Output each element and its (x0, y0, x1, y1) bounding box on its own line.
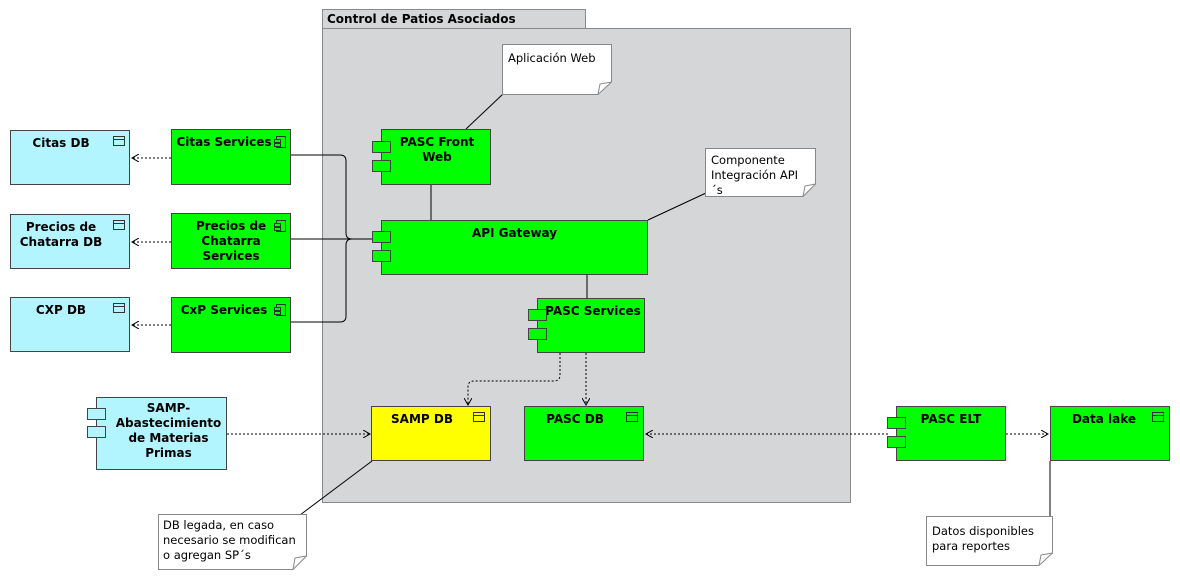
database-icon (626, 412, 638, 422)
component-icon (274, 220, 286, 232)
dep-pascservices-sampdb (468, 353, 561, 405)
precios-services-node[interactable]: Precios de Chatarra Services (171, 213, 291, 269)
cxp-db-node[interactable]: CXP DB (10, 297, 130, 352)
anchor-note-legacy (299, 460, 373, 516)
database-icon (113, 136, 125, 146)
cxp-db-label: CXP DB (35, 303, 87, 317)
api-gateway-label: API Gateway (471, 226, 558, 240)
citas-services-label: Citas Services (176, 135, 272, 149)
citas-services-node[interactable]: Citas Services (171, 129, 291, 185)
precios-services-label: Precios de Chatarra Services (195, 219, 267, 263)
samp-db-label: SAMP DB (391, 412, 453, 426)
pasc-db-node[interactable]: PASC DB (524, 406, 644, 461)
pasc-elt-node[interactable]: PASC ELT (896, 406, 1006, 461)
front-port-bottom (372, 160, 391, 172)
anchor-note-api (647, 192, 707, 221)
citas-db-label: Citas DB (32, 136, 90, 150)
data-lake-label: Data lake (1071, 412, 1137, 426)
container-tab: Control de Patios Asociados (322, 9, 586, 29)
database-icon (113, 303, 125, 313)
elt-port-top (887, 417, 906, 429)
database-icon (473, 412, 485, 422)
pasc-front-web-label: PASC Front Web (399, 135, 475, 164)
pasc-services-port-top (528, 309, 547, 321)
component-icon (274, 136, 286, 148)
cxp-services-node[interactable]: CxP Services (171, 297, 291, 353)
gateway-port-top (372, 231, 391, 243)
container-title: Control de Patios Asociados (327, 12, 516, 26)
pasc-front-web-node[interactable]: PASC Front Web (381, 129, 491, 185)
pasc-services-label: PASC Services (545, 304, 641, 318)
note-web (502, 44, 612, 95)
note-api-text: Componente Integración API´s (711, 153, 799, 197)
cxp-services-label: CxP Services (180, 303, 268, 317)
precios-db-label: Precios de Chatarra DB (19, 220, 103, 249)
link-cxp-gateway (291, 238, 353, 323)
samp-db-node[interactable]: SAMP DB (371, 406, 491, 461)
anchor-note-web (465, 93, 504, 130)
precios-db-node[interactable]: Precios de Chatarra DB (10, 214, 130, 269)
database-icon (113, 220, 125, 230)
samp-port-top (87, 408, 106, 420)
citas-db-node[interactable]: Citas DB (10, 130, 130, 185)
pasc-services-port-bottom (528, 328, 547, 340)
samp-port-bottom (87, 426, 106, 438)
note-legacy (158, 514, 307, 570)
database-icon (1152, 412, 1164, 422)
data-lake-node[interactable]: Data lake (1050, 406, 1170, 461)
samp-app-label: SAMP-Abastecimiento de Materias Primas (115, 401, 222, 460)
note-web-text: Aplicación Web (508, 51, 596, 65)
note-legacy-text: DB legada, en caso necesario se modifica… (163, 518, 296, 562)
gateway-port-bottom (372, 250, 391, 262)
note-api (705, 148, 816, 197)
component-icon (274, 304, 286, 316)
note-reports-text: Datos disponibles para reportes (932, 524, 1034, 553)
samp-app-node[interactable]: SAMP-Abastecimiento de Materias Primas (96, 397, 227, 470)
note-reports (926, 516, 1053, 566)
front-port-top (372, 141, 391, 153)
elt-port-bottom (887, 436, 906, 448)
pasc-services-node[interactable]: PASC Services (537, 298, 645, 353)
api-gateway-node[interactable]: API Gateway (381, 220, 648, 275)
pasc-elt-label: PASC ELT (920, 412, 982, 426)
link-citas-gateway (291, 154, 372, 240)
pasc-db-label: PASC DB (546, 412, 604, 426)
